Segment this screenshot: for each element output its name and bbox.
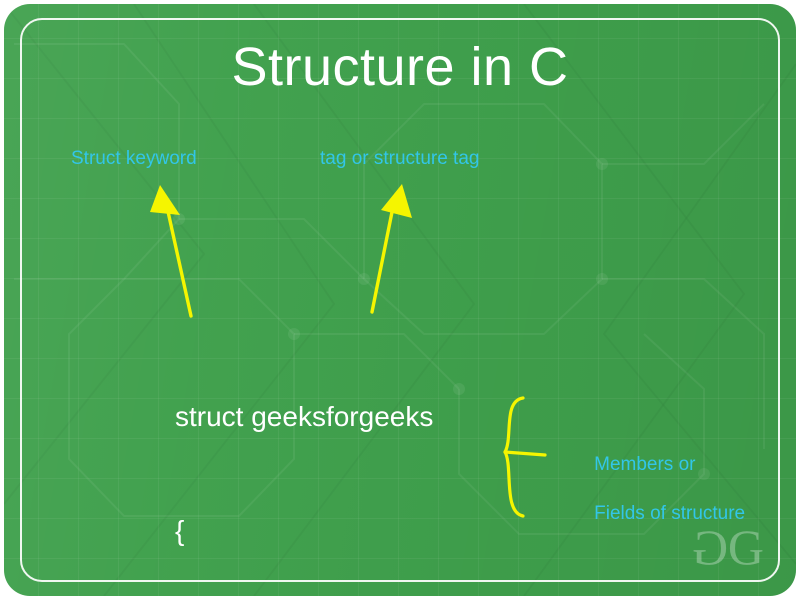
label-members-line1: Members or — [594, 454, 696, 476]
code-line-struct-declaration: struct geeksforgeeks — [175, 401, 434, 432]
watermark-right-glyph: G — [727, 519, 764, 575]
label-struct-keyword: Struct keyword — [71, 148, 197, 169]
page-title: Structure in C — [231, 37, 569, 97]
code-block: struct geeksforgeeks { char _name [10]; … — [175, 322, 450, 600]
label-structure-tag: tag or structure tag — [320, 148, 480, 169]
label-members-fields: Members or Fields of structure — [573, 429, 745, 551]
geeksforgeeks-watermark-logo: GG — [693, 519, 764, 575]
code-line-open-brace: { — [175, 515, 185, 546]
label-members-line2: Fields of structure — [594, 502, 746, 524]
watermark-left-glyph: G — [693, 519, 728, 575]
